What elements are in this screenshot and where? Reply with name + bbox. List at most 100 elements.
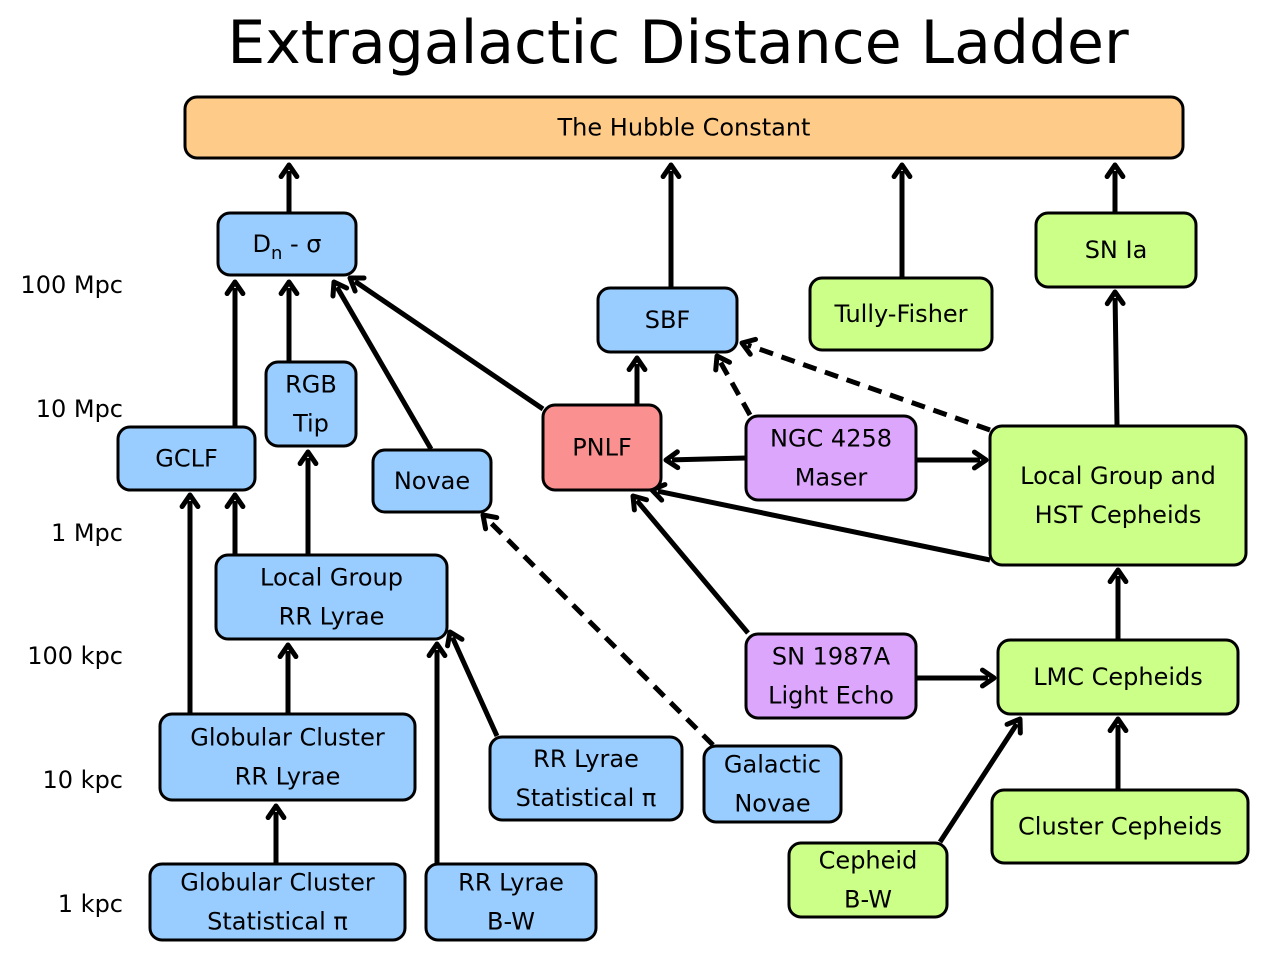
distance-scale: 100 Mpc 10 Mpc 1 Mpc 100 kpc 10 kpc 1 kp… <box>20 271 123 918</box>
arrowhead <box>224 279 246 297</box>
arrowhead <box>265 803 287 821</box>
node-box <box>596 286 739 354</box>
arrowhead <box>330 279 350 299</box>
node-lmc-cepheids: LMC Cepheids <box>996 638 1240 716</box>
arrow-globular-rr-to-gclf <box>179 492 201 713</box>
arrow-line <box>717 360 753 417</box>
arrow-dn-sigma-to-hubble <box>278 162 300 212</box>
node-box <box>116 425 257 492</box>
node-cluster-cepheids: Cluster Cepheids <box>990 788 1250 865</box>
node-box <box>988 424 1248 567</box>
scale-label-100mpc: 100 Mpc <box>20 271 123 299</box>
arrow-sn-ia-to-hubble <box>1104 162 1126 212</box>
node-box <box>744 632 918 720</box>
scale-label-1mpc: 1 Mpc <box>51 519 123 547</box>
arrow-pnlf-to-sbf <box>626 355 648 404</box>
node-label: B-W <box>844 886 892 914</box>
nodes: The Hubble Constant Dn - σ SN Ia SBF Tully-F… <box>116 95 1250 942</box>
arrow-rr-bw-to-local-group-rr <box>426 641 448 863</box>
arrowhead <box>224 492 246 510</box>
node-box <box>148 862 407 942</box>
node-label: The Hubble Constant <box>557 114 811 142</box>
node-label: Dn - σ <box>252 230 321 264</box>
node-label: RR Lyrae <box>458 869 564 897</box>
node-tully-fisher: Tully-Fisher <box>808 276 994 352</box>
node-box <box>1034 211 1198 289</box>
arrow-line <box>746 342 991 433</box>
arrowhead <box>278 162 300 180</box>
node-box <box>216 211 358 277</box>
node-label: SN 1987A <box>772 643 891 671</box>
node-box <box>787 841 949 919</box>
node-label: RR Lyrae <box>235 763 341 791</box>
arrowhead <box>660 162 682 180</box>
node-box <box>702 744 843 824</box>
arrow-rgb-tip-to-dn-sigma <box>278 279 300 361</box>
node-label: RR Lyrae <box>533 745 639 773</box>
node-label: RGB <box>285 371 337 399</box>
node-label: Local Group and <box>1020 462 1216 490</box>
node-label: Statistical π <box>207 908 348 936</box>
node-sbf: SBF <box>596 286 739 354</box>
arrow-local-group-rr-to-gclf <box>224 492 246 554</box>
node-label: SBF <box>645 306 691 334</box>
node-box <box>808 276 994 352</box>
node-box <box>744 414 918 502</box>
node-hubble: The Hubble Constant <box>183 95 1185 160</box>
node-label: Galactic <box>724 751 821 779</box>
node-box <box>424 862 598 942</box>
node-gclf: GCLF <box>116 425 257 492</box>
arrowhead <box>480 512 500 532</box>
node-label: Tip <box>292 410 329 438</box>
arrow-pnlf-to-dn-sigma <box>347 275 545 412</box>
arrow-ngc4258-to-sbf <box>713 353 753 417</box>
arrow-ngc4258-to-local-group-hst <box>916 449 989 471</box>
arrowhead <box>1004 716 1023 736</box>
node-label: Cepheid <box>819 847 918 875</box>
node-label: Local Group <box>260 564 403 592</box>
arrowhead <box>445 629 465 649</box>
arrowhead <box>971 449 989 471</box>
arrow-line <box>937 722 1019 844</box>
node-label: NGC 4258 <box>770 425 892 453</box>
arrow-line <box>1112 297 1120 426</box>
arrow-globular-rr-to-local-group-rr <box>277 642 299 713</box>
arrowhead <box>739 336 759 357</box>
arrow-gclf-to-dn-sigma <box>224 279 246 426</box>
arrow-local-group-rr-to-rgb-tip <box>297 449 319 554</box>
arrowhead <box>713 353 733 373</box>
scale-label-100kpc: 100 kpc <box>27 642 123 670</box>
node-novae: Novae <box>371 448 493 514</box>
arrow-line <box>353 279 545 412</box>
arrowhead <box>179 492 201 510</box>
node-label: Statistical π <box>516 784 657 812</box>
arrow-line <box>657 488 991 563</box>
node-box <box>488 735 684 822</box>
arrowhead <box>630 493 649 513</box>
node-label: Novae <box>394 467 470 495</box>
node-pnlf: PNLF <box>541 403 663 492</box>
node-box <box>158 712 417 802</box>
node-sn-ia: SN Ia <box>1034 211 1198 289</box>
arrow-line <box>634 498 750 635</box>
node-box <box>183 95 1185 160</box>
arrowhead <box>1104 162 1126 180</box>
node-box <box>990 788 1250 865</box>
node-box <box>541 403 663 492</box>
node-label: LMC Cepheids <box>1033 663 1203 691</box>
arrowhead <box>1104 289 1126 307</box>
node-label: Cluster Cepheids <box>1018 813 1222 841</box>
arrow-sn1987a-to-pnlf <box>630 493 750 635</box>
scale-label-10kpc: 10 kpc <box>43 766 124 794</box>
scale-label-10mpc: 10 Mpc <box>36 395 123 423</box>
arrow-local-group-hst-to-sbf <box>739 336 991 433</box>
arrow-sn1987a-to-lmc-cepheids <box>916 667 997 689</box>
arrow-line <box>450 636 500 738</box>
